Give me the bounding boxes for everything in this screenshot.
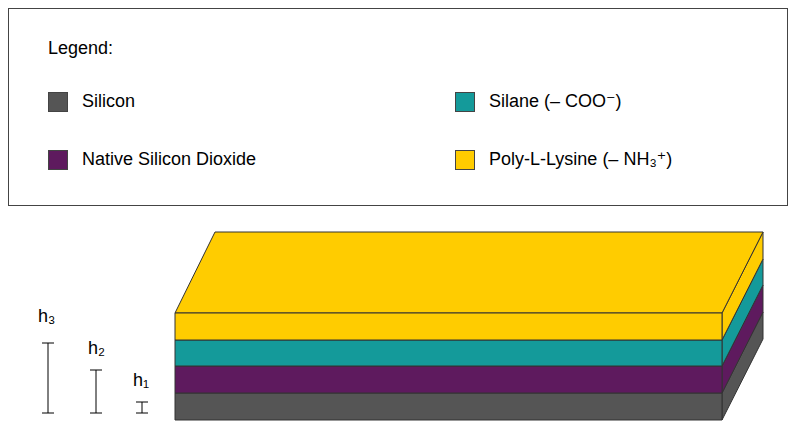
dimension-label: h₁: [133, 370, 149, 392]
legend-text: Native Silicon Dioxide: [82, 149, 256, 171]
dimension-label: h₂: [88, 338, 105, 360]
legend-swatch: [48, 92, 68, 112]
legend-swatch: [48, 150, 68, 170]
legend-swatch: [455, 92, 475, 112]
legend-text: Poly-L-Lysine (– NH₃⁺): [489, 149, 672, 171]
legend-heading: Legend:: [48, 38, 113, 60]
legend-swatch: [455, 150, 475, 170]
legend-frame: [9, 9, 788, 206]
legend-text: Silane (– COO⁻): [489, 91, 622, 113]
layered-slab: [175, 232, 763, 420]
legend-text: Silicon: [82, 91, 135, 113]
dimension-label: h₃: [38, 306, 55, 328]
